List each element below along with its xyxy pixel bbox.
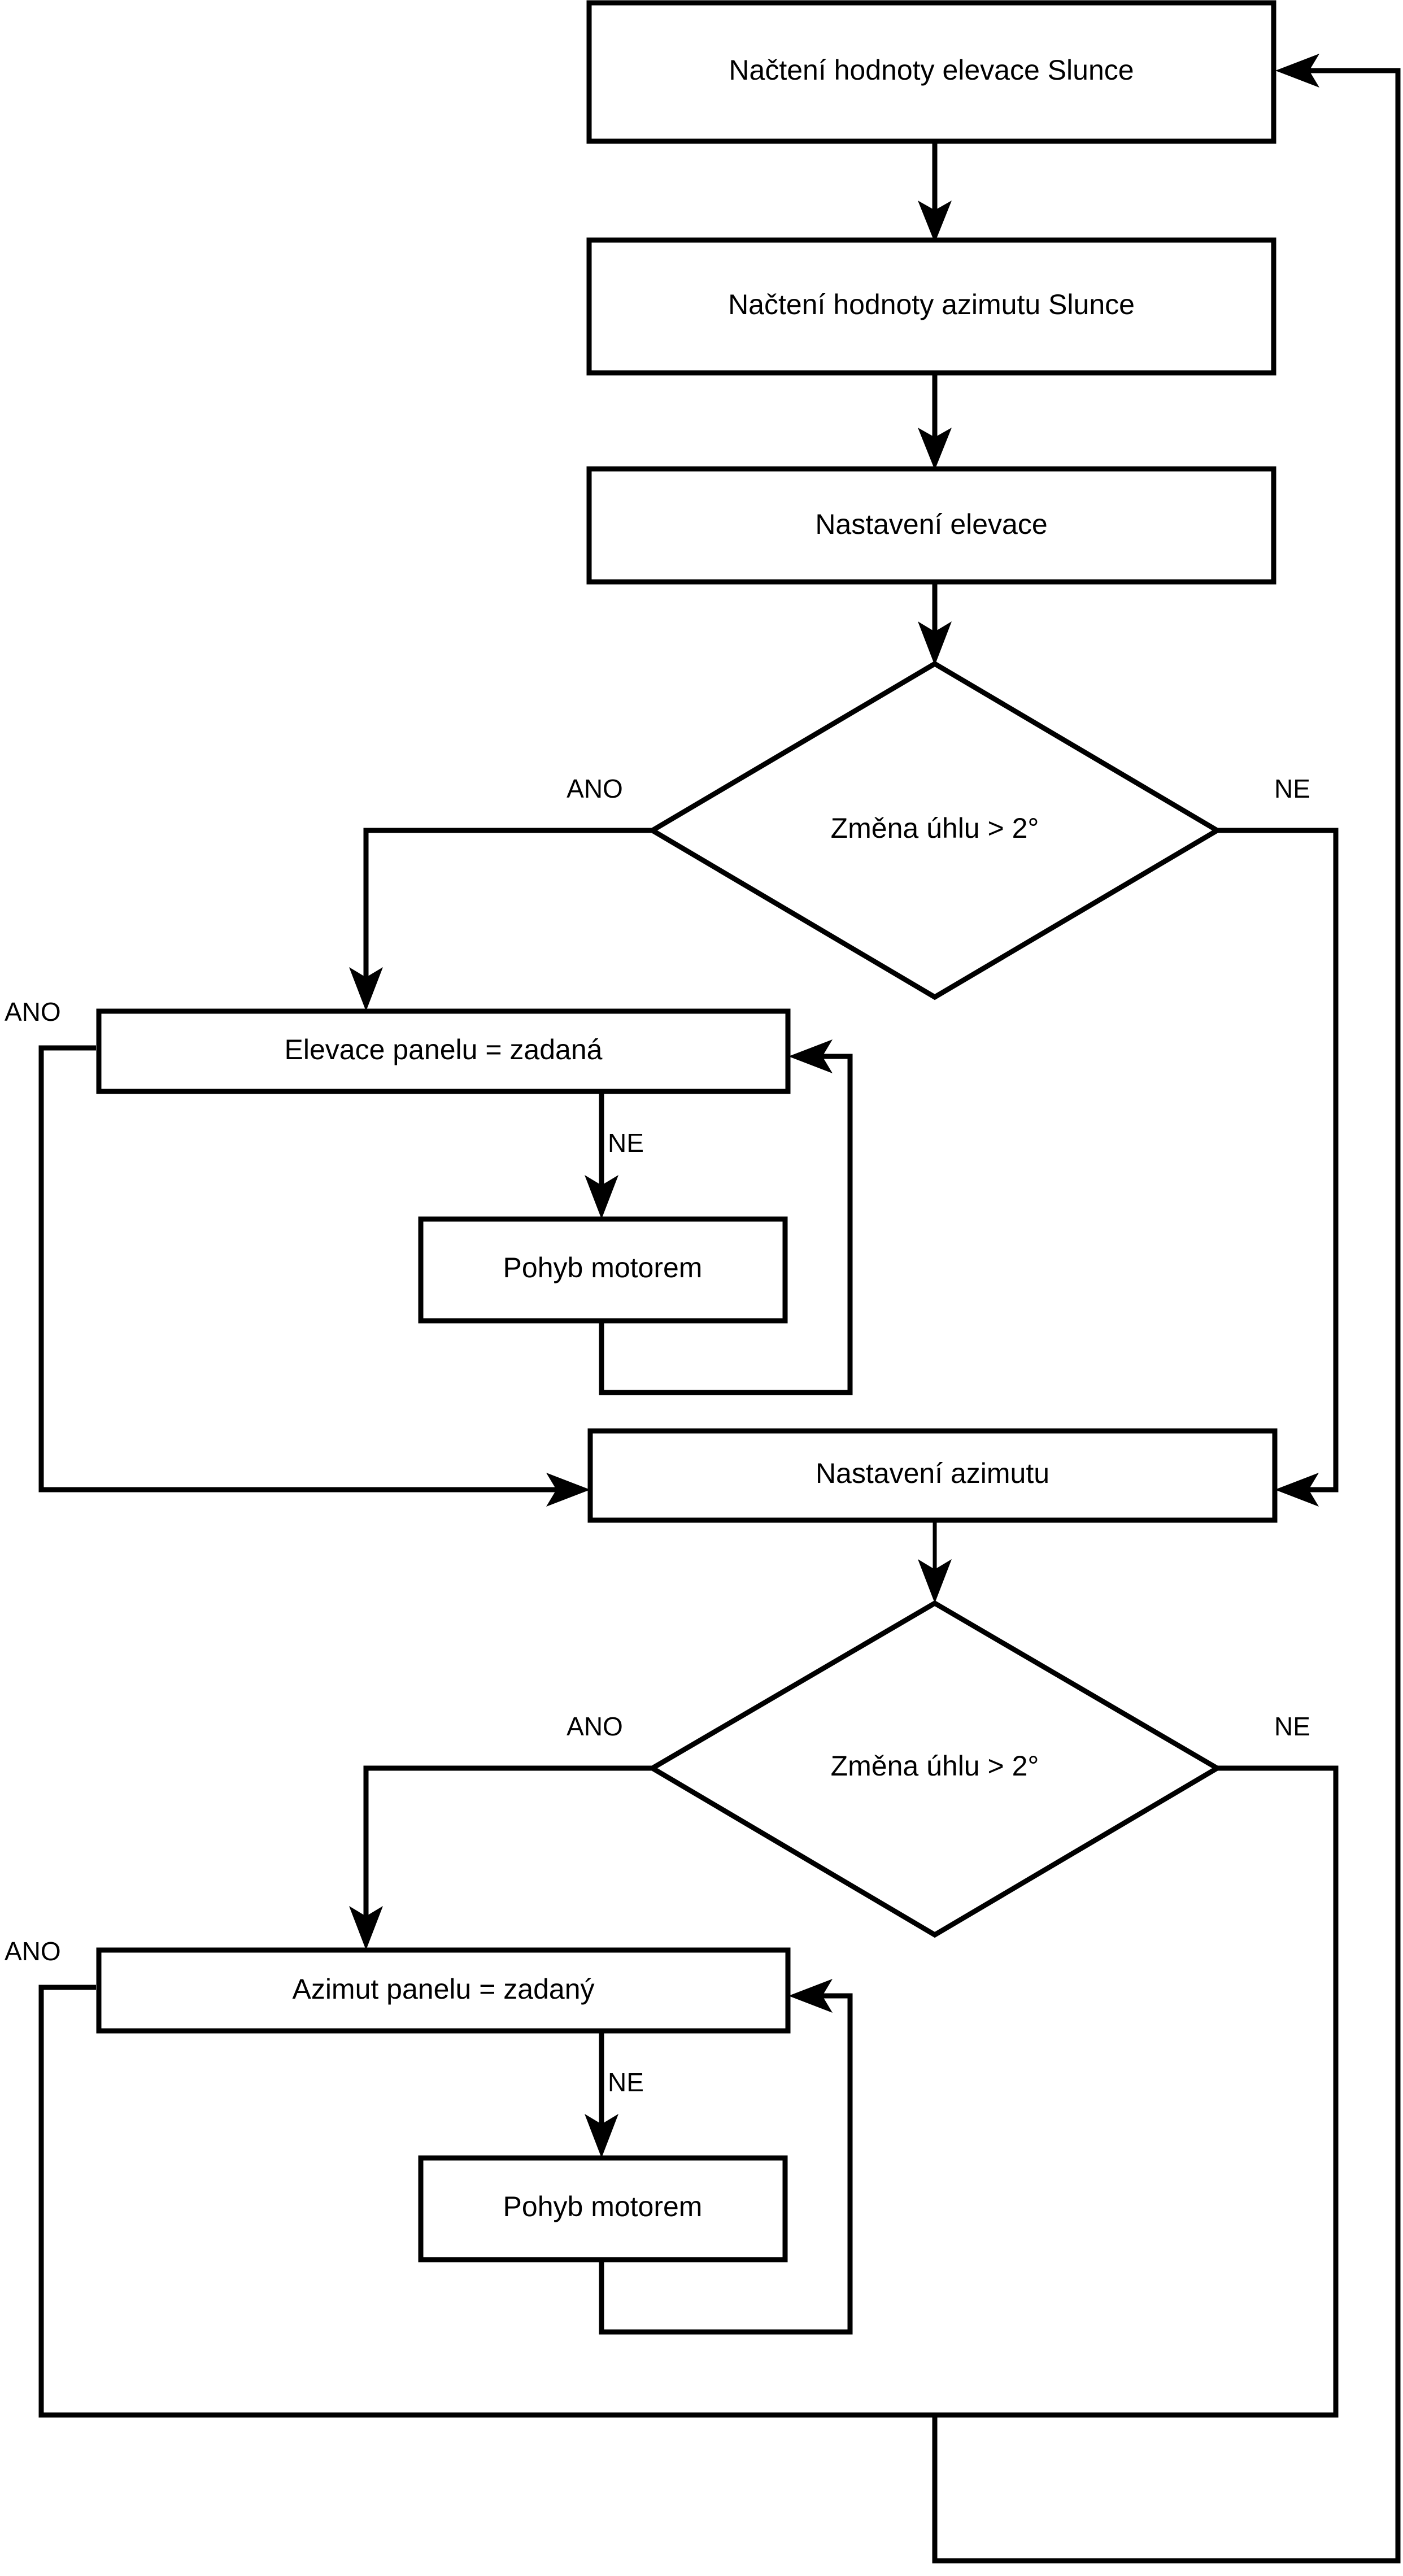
edge-panel-elevation-yes: [38, 1045, 590, 1507]
edge-decision-azimuth-yes: [349, 1765, 652, 1950]
edge-panel-azimuth-no: [585, 2031, 618, 2158]
node-decision-elevation[interactable]: Změna úhlu > 2°: [647, 660, 1222, 1000]
node-set-elevation[interactable]: Nastavení elevace: [586, 466, 1276, 585]
edge-decision-azimuth-no: [932, 54, 1401, 2564]
edge-label-panel-elevation-no: NE: [608, 1128, 644, 1158]
edge-label-decision-elevation-no: NE: [1274, 774, 1310, 803]
node-read-elevation-label: Načtení hodnoty elevace Slunce: [729, 54, 1134, 86]
node-read-azimuth-label: Načtení hodnoty azimutu Slunce: [728, 289, 1135, 320]
edge-label-panel-azimuth-yes: ANO: [5, 1937, 61, 1966]
node-decision-azimuth-label: Změna úhlu > 2°: [831, 1750, 1039, 1782]
edge-label-decision-elevation-yes: ANO: [567, 774, 623, 803]
edge-read-azimuth-to-set-elevation: [918, 373, 952, 470]
edge-set-elevation-to-decision-elevation: [918, 582, 952, 665]
node-motor-move-elevation-label: Pohyb motorem: [503, 1252, 703, 1283]
node-motor-move-azimuth-label: Pohyb motorem: [503, 2191, 703, 2222]
node-read-azimuth[interactable]: Načtení hodnoty azimutu Slunce: [586, 237, 1276, 376]
node-decision-azimuth[interactable]: Změna úhlu > 2°: [647, 1600, 1222, 1938]
node-decision-elevation-label: Změna úhlu > 2°: [831, 812, 1039, 844]
edge-decision-elevation-yes: [349, 828, 652, 1011]
node-panel-azimuth-set-label: Azimut panelu = zadaný: [292, 1973, 594, 2005]
node-read-elevation[interactable]: Načtení hodnoty elevace Slunce: [586, 0, 1276, 144]
edge-panel-elevation-no: [585, 1091, 618, 1219]
edge-label-decision-azimuth-no: NE: [1274, 1712, 1310, 1741]
edge-motor-azimuth-loop-back: [599, 1979, 853, 2335]
node-panel-azimuth-set[interactable]: Azimut panelu = zadaný: [96, 1947, 791, 2034]
edge-motor-elevation-loop-back: [599, 1039, 853, 1395]
node-set-azimuth[interactable]: Nastavení azimutu: [587, 1428, 1278, 1523]
edge-label-panel-elevation-yes: ANO: [5, 997, 61, 1026]
node-panel-elevation-set[interactable]: Elevace panelu = zadaná: [96, 1008, 791, 1094]
node-motor-move-elevation[interactable]: Pohyb motorem: [418, 1216, 788, 1324]
edge-label-panel-azimuth-no: NE: [608, 2068, 644, 2097]
edge-decision-elevation-no: [1217, 828, 1339, 1507]
edge-read-elevation-to-read-azimuth: [918, 141, 952, 243]
node-set-azimuth-label: Nastavení azimutu: [816, 1457, 1049, 1489]
edge-panel-azimuth-yes: [38, 1985, 935, 2418]
node-set-elevation-label: Nastavení elevace: [815, 508, 1047, 540]
edge-label-decision-azimuth-yes: ANO: [567, 1712, 623, 1741]
edge-set-azimuth-to-decision-azimuth: [918, 1521, 952, 1603]
node-motor-move-azimuth[interactable]: Pohyb motorem: [418, 2155, 788, 2262]
node-panel-elevation-set-label: Elevace panelu = zadaná: [285, 1034, 603, 1065]
